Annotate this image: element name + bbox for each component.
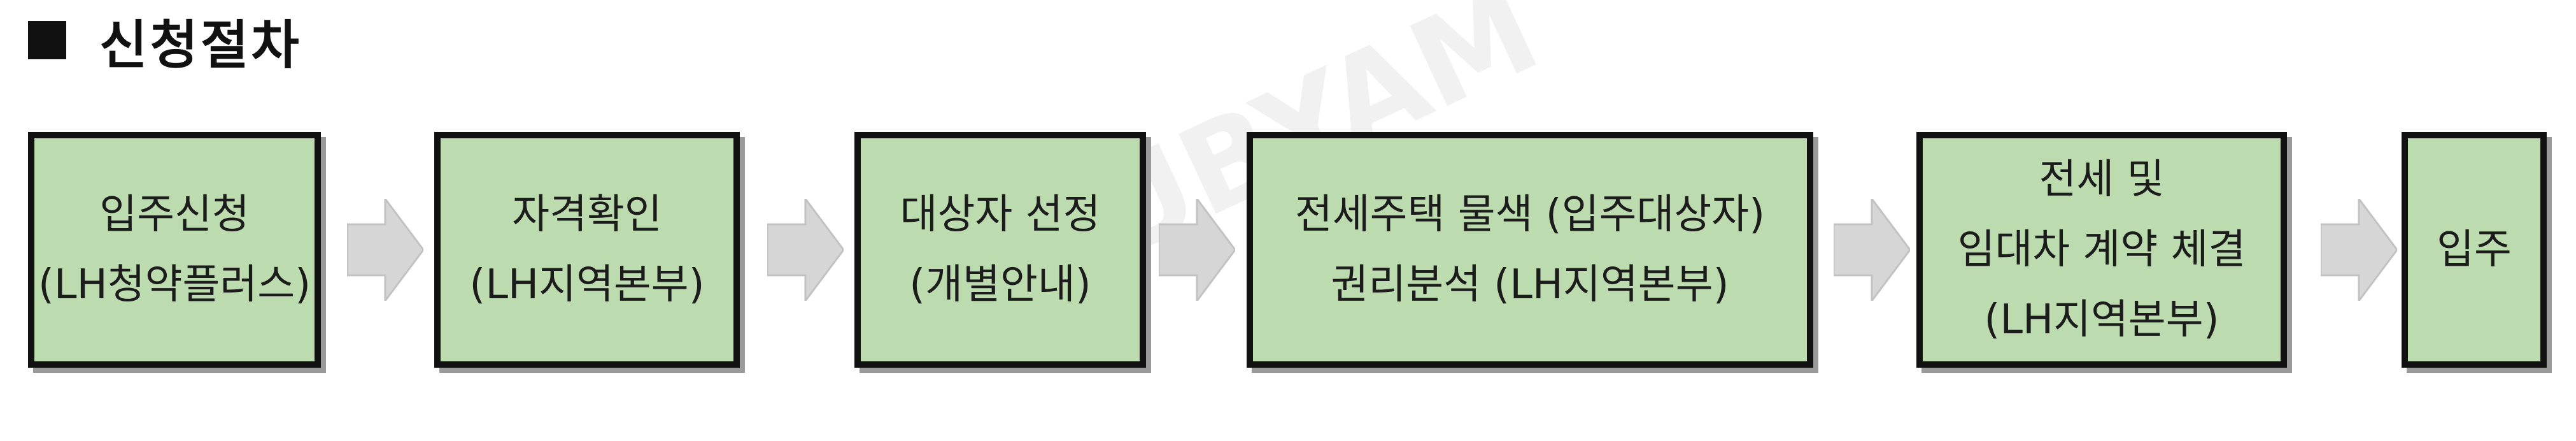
step-box-selection: 대상자 선정 (개별안내)	[854, 132, 1146, 368]
flow-arrow-icon	[1832, 196, 1911, 304]
flow-arrow-icon	[1157, 196, 1236, 304]
step-label-line: 대상자 선정	[900, 191, 1101, 238]
section-title: 신청절차	[28, 5, 302, 76]
step-label-line: 전세주택 물색 (입주대상자)	[1294, 191, 1766, 238]
step-label-line: (LH지역본부)	[1984, 296, 2219, 343]
step-label-line: (LH청약플러스)	[38, 261, 311, 308]
step-label-line: 입주	[2437, 226, 2512, 273]
step-box-house-search: 전세주택 물색 (입주대상자) 권리분석 (LH지역본부)	[1247, 132, 1813, 368]
step-label-line: (LH지역본부)	[469, 261, 705, 308]
flow-arrow-icon	[2319, 196, 2398, 304]
step-label-line: 권리분석 (LH지역본부)	[1331, 261, 1729, 308]
step-label-line: 임대차 계약 체결	[1957, 226, 2246, 273]
step-box-contract: 전세 및 임대차 계약 체결 (LH지역본부)	[1916, 132, 2287, 368]
section-title-text: 신청절차	[99, 15, 302, 76]
step-box-eligibility: 자격확인 (LH지역본부)	[434, 132, 740, 368]
square-bullet-icon	[28, 21, 66, 59]
flow-arrow-icon	[766, 196, 845, 304]
step-box-move-in: 입주	[2402, 132, 2547, 368]
step-label-line: (개별안내)	[909, 261, 1091, 308]
step-label-line: 자격확인	[512, 191, 662, 238]
step-box-apply: 입주신청 (LH청약플러스)	[28, 132, 321, 368]
step-label-line: 입주신청	[99, 191, 250, 238]
flow-arrow-icon	[346, 196, 425, 304]
step-label-line: 전세 및	[2039, 156, 2165, 203]
